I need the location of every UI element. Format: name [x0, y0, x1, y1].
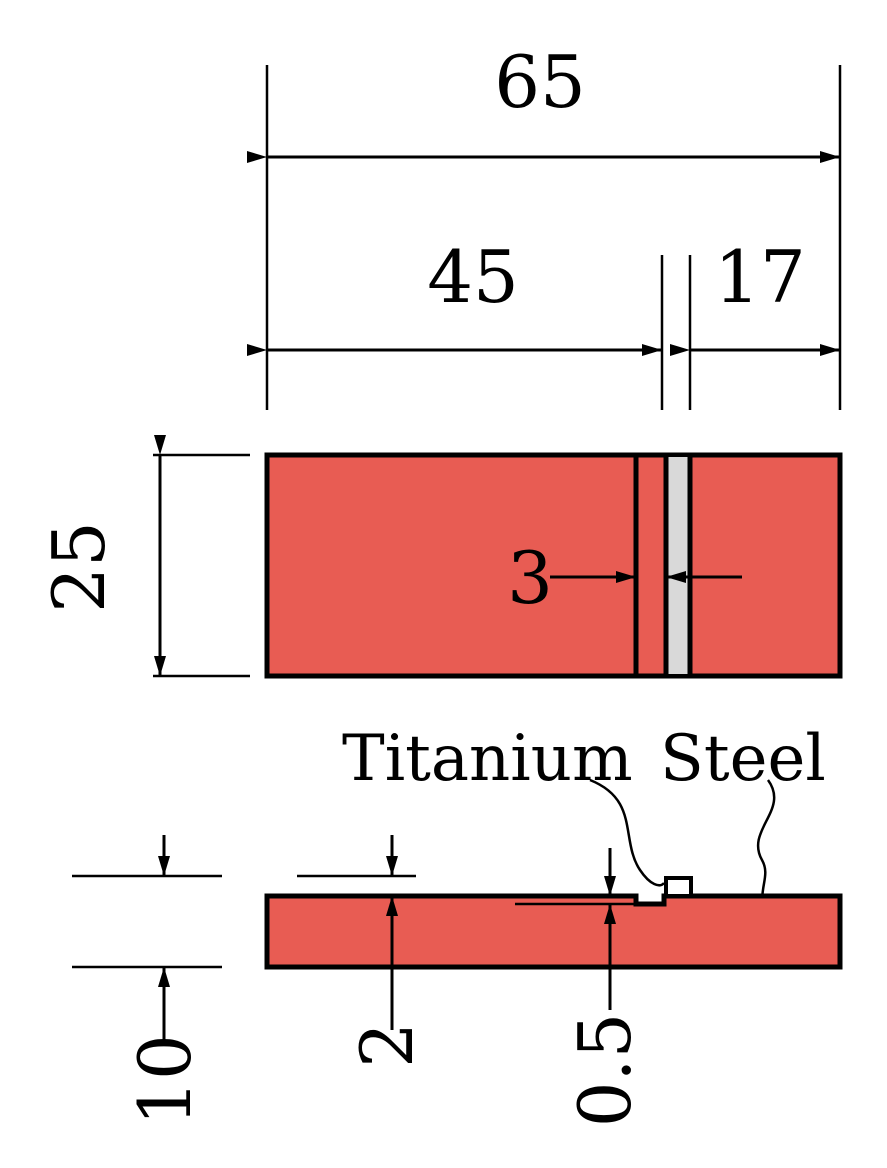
steel-label: Steel [660, 722, 826, 796]
plate-section [264, 893, 843, 970]
section-view: 10 2 0.5 [72, 835, 843, 1128]
steel-length-label: 17 [714, 235, 806, 319]
interlayer-width-label: 3 [507, 536, 553, 620]
plan-view: 3 25 [37, 435, 843, 679]
thickness-label: 10 [123, 1034, 207, 1126]
plate-plan [264, 452, 843, 679]
titanium-label: Titanium [342, 722, 633, 796]
overall-length-label: 65 [494, 40, 586, 124]
width-label: 25 [37, 521, 121, 613]
interlayer-thickness-label: 0.5 [563, 1013, 647, 1128]
interlayer-section [664, 876, 693, 898]
groove-depth-label: 2 [345, 1022, 429, 1068]
titanium-length-label: 45 [427, 235, 519, 319]
interlayer-strip [667, 457, 689, 674]
top-dimensions: 65 45 17 [247, 40, 842, 410]
titanium-leader-line [589, 778, 665, 887]
